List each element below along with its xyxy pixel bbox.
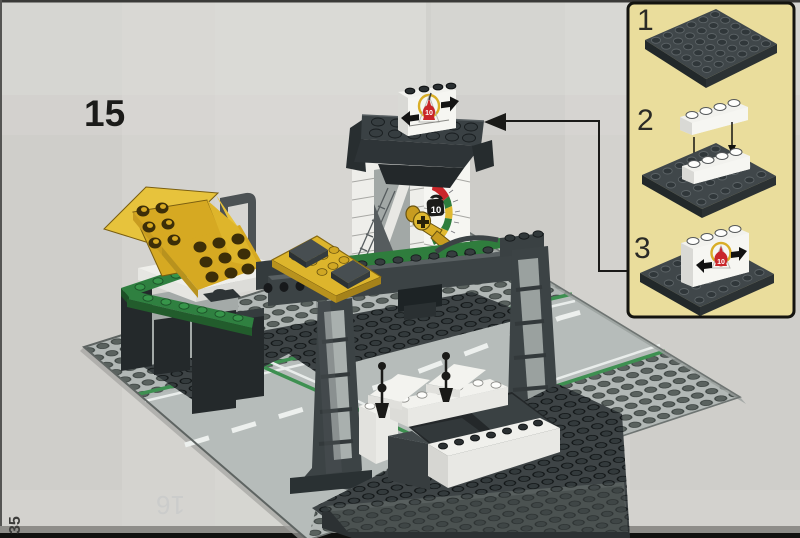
svg-text:10: 10 <box>717 259 725 266</box>
svg-text:3: 3 <box>634 232 651 265</box>
svg-text:16: 16 <box>156 490 185 520</box>
svg-text:1: 1 <box>637 4 654 37</box>
svg-text:15: 15 <box>84 93 125 134</box>
svg-text:35: 35 <box>7 516 24 534</box>
svg-text:10: 10 <box>431 205 442 216</box>
svg-text:10: 10 <box>425 110 433 117</box>
svg-text:2: 2 <box>637 104 654 137</box>
